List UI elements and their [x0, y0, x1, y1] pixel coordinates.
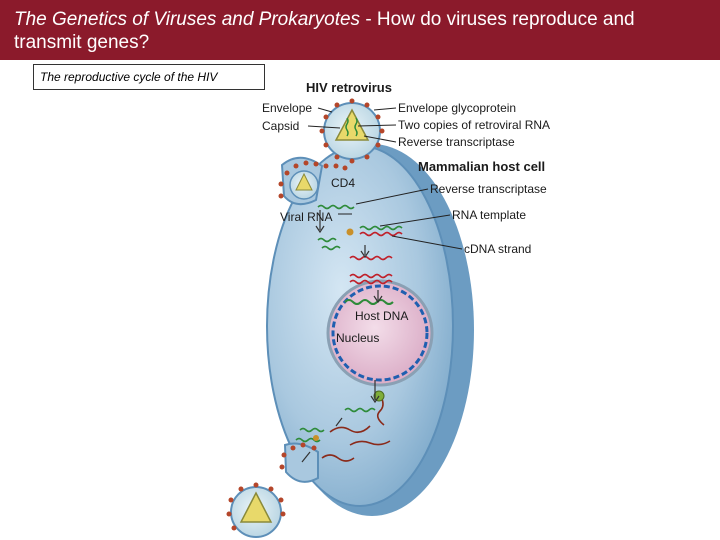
label-reverse-transcriptase-host: Reverse transcriptase	[430, 182, 547, 196]
label-mammalian-host-cell: Mammalian host cell	[418, 159, 545, 174]
label-capsid: Capsid	[262, 119, 299, 133]
label-cdna-strand: cDNA strand	[464, 242, 531, 256]
nucleus: Host DNA Nucleus	[328, 281, 432, 385]
label-rna-template: RNA template	[452, 208, 526, 222]
nucleus-label: Nucleus	[336, 331, 379, 345]
released-virion	[227, 483, 286, 538]
host-dna-label: Host DNA	[355, 309, 408, 323]
label-envelope-glycoprotein: Envelope glycoprotein	[398, 101, 516, 115]
label-two-copies-rna: Two copies of retroviral RNA	[398, 118, 550, 132]
label-reverse-transcriptase-virion: Reverse transcriptase	[398, 135, 515, 149]
figure-heading: HIV retrovirus	[306, 80, 392, 95]
label-cd4: CD4	[331, 176, 355, 190]
label-envelope: Envelope	[262, 101, 312, 115]
enzyme-dot	[313, 435, 319, 441]
entering-virion	[290, 171, 318, 199]
label-viral-rna: Viral RNA	[280, 210, 332, 224]
reverse-transcriptase-enzyme	[347, 229, 354, 236]
